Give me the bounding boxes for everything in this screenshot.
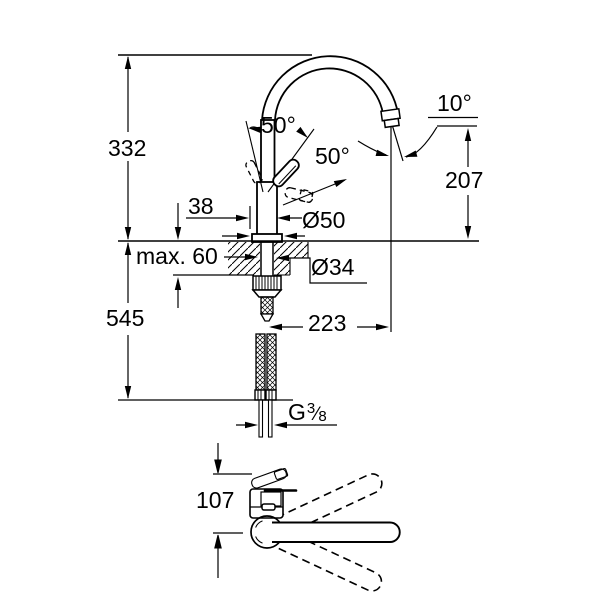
top-view-dimension [213,443,252,578]
dim-lever-angle-side: 50° [315,143,350,169]
dimension-lines [118,54,479,426]
top-view-body [249,488,298,519]
countertop-hatch [228,242,309,276]
spout-top-view [272,521,401,543]
dim-body-diameter: Ø50 [302,207,346,233]
dim-max-counter-thickness: max. 60 [136,243,218,269]
dim-outlet-angle: 10° [437,90,472,116]
mounting-shank [251,242,283,322]
dim-overall-height: 332 [108,135,147,161]
top-view-lever [251,468,289,489]
dim-hole-diameter: Ø34 [311,254,355,280]
faucet-body [251,181,283,243]
spout [260,55,399,184]
dim-base-offset: 38 [188,193,214,219]
top-view [213,443,401,592]
lever-dashed-positions [245,159,314,204]
thread-denominator: 8 [318,408,327,425]
dim-spout-reach: 223 [308,310,347,336]
thread-slash: ⁄ [315,404,319,425]
thread-numerator: 3 [306,400,316,417]
dim-lever-angle-front: 50° [261,112,296,138]
front-view [228,55,401,438]
lever-handle [272,158,300,188]
thread-size-label: G3⁄8 [288,400,327,425]
dim-height-below-counter: 545 [106,305,145,331]
aerator [380,107,401,129]
dim-outlet-height: 207 [445,167,484,193]
thread-letter: G [288,399,306,425]
dim-top-view-offset: 107 [196,487,235,513]
supply-hoses [254,333,277,438]
